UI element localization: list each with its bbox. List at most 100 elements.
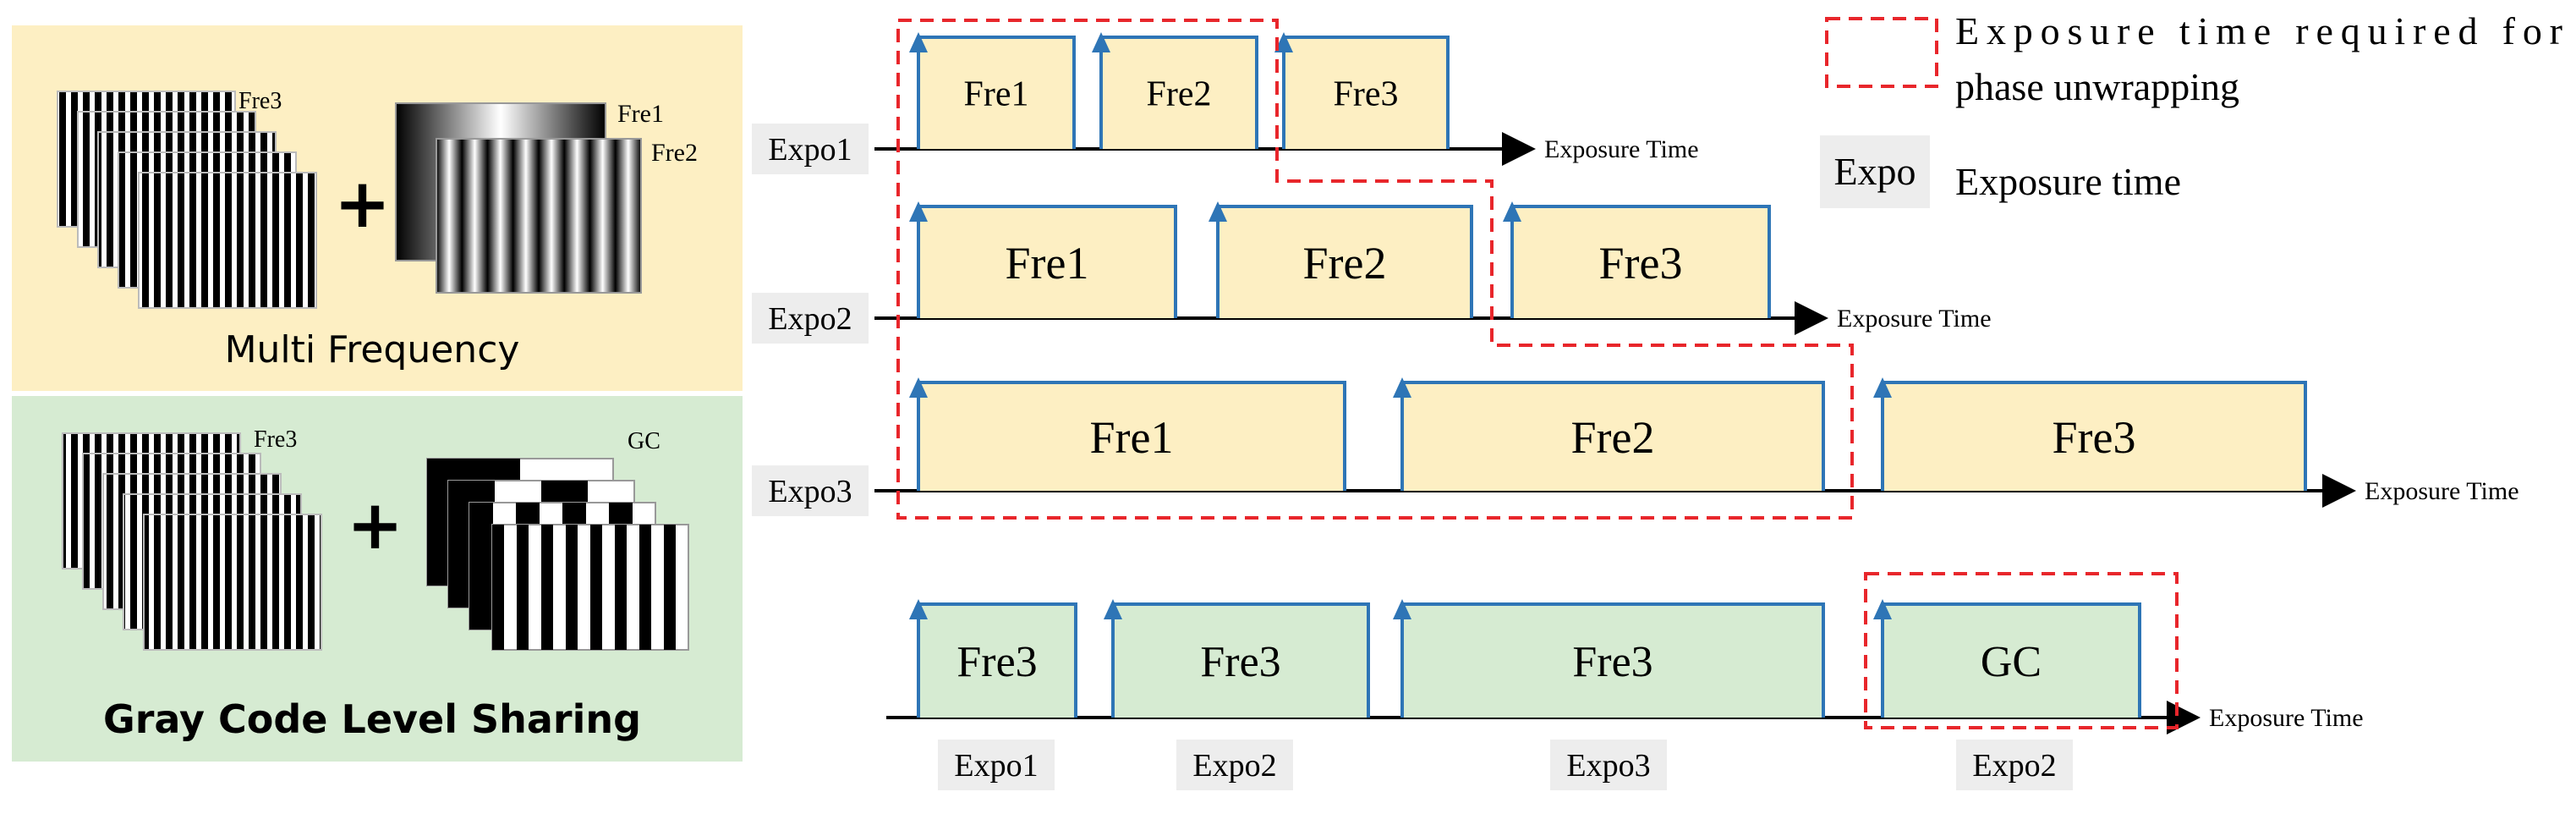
mf-stack-label: Fre3 xyxy=(238,88,282,114)
expo1-pulse-1: Fre1 xyxy=(909,32,1076,149)
expo3-pulse-1-arrow-icon xyxy=(909,377,928,398)
expo1-pulse-1-outline xyxy=(917,36,1076,149)
gray-pulse-1-fill xyxy=(918,604,1076,718)
gc-plus-sign: + xyxy=(347,486,403,564)
gray-expo-label-2: Expo2 xyxy=(1192,748,1276,784)
gray-expo-label-4: Expo2 xyxy=(1972,748,2056,784)
legend-dashed-line2: phase unwrapping xyxy=(1955,65,2239,108)
gray-axis-label: Exposure Time xyxy=(2209,704,2364,732)
gray-expo-label-1: Expo1 xyxy=(954,748,1038,784)
expo1-row-label-box xyxy=(752,124,869,174)
gray-pulse-4-outline xyxy=(1881,602,2141,718)
expo3-pulse-3-arrow-icon xyxy=(1873,377,1892,398)
gray-pulse-4-arrow-icon xyxy=(1873,599,1892,619)
timeline-expo1: Expo1 Exposure Time Fre1 Fre2 Fre3 xyxy=(752,32,1699,174)
expo2-pulse-3-arrow-icon xyxy=(1503,201,1521,222)
expo2-axis-label: Exposure Time xyxy=(1837,305,1992,333)
expo1-pulse-3-outline xyxy=(1282,36,1450,149)
gray-pulse-3-arrow-icon xyxy=(1393,599,1411,619)
gray-expo-label-3-box xyxy=(1550,740,1667,790)
expo2-pulse-3-label: Fre3 xyxy=(1599,238,1683,289)
expo3-pulse-1-outline xyxy=(917,381,1346,491)
gray-expo-label-3: Expo3 xyxy=(1566,748,1650,784)
expo2-pulse-2-arrow-icon xyxy=(1209,201,1227,222)
expo3-pulse-3-outline xyxy=(1881,381,2307,491)
expo1-axis-label: Exposure Time xyxy=(1544,135,1699,163)
mf-sine-label: Fre2 xyxy=(651,139,698,167)
expo2-pulse-3: Fre3 xyxy=(1503,201,1771,318)
legend-expo-box-label: Expo xyxy=(1833,150,1916,193)
gray-pulse-2-arrow-icon xyxy=(1104,599,1122,619)
expo1-pulse-3-label: Fre3 xyxy=(1334,75,1399,114)
expo3-pulse-2-arrow-icon xyxy=(1393,377,1411,398)
expo3-pulse-2-fill xyxy=(1402,382,1823,491)
expo1-pulse-3-fill xyxy=(1284,37,1448,149)
fre2-sine-pattern xyxy=(436,138,642,294)
gray-pulse-3-outline xyxy=(1400,602,1825,718)
timeline-gray-code: Exposure Time Fre3 Fre3 Fre3 GC Expo1 Expo2 Exp… xyxy=(886,599,2364,790)
gray-pulse-4-fill xyxy=(1883,604,2140,718)
expo1-pulse-2-fill xyxy=(1101,37,1257,149)
legend-dashed-line1: Exposure time required for xyxy=(1955,9,2562,52)
expo1-pulse-2-arrow-icon xyxy=(1092,32,1110,52)
expo3-pulse-3-fill xyxy=(1883,382,2305,491)
gray-pulse-3-fill xyxy=(1402,604,1823,718)
timeline-expo3: Expo3 Exposure Time Fre1 Fre2 Fre3 xyxy=(752,377,2519,516)
gray-pulse-4-label: GC xyxy=(1981,638,2042,686)
expo3-pulse-1-label: Fre1 xyxy=(1090,412,1174,463)
expo3-row-label: Expo3 xyxy=(768,474,852,509)
gray-pulse-3-label: Fre3 xyxy=(1572,638,1652,686)
gray-pulse-2: Fre3 xyxy=(1104,599,1370,718)
expo1-pulse-1-fill xyxy=(918,37,1074,149)
expo3-axis-label: Exposure Time xyxy=(2365,477,2519,505)
expo1-pulse-1-arrow-icon xyxy=(909,32,928,52)
legend-dashed-swatch xyxy=(1825,17,1938,88)
expo2-pulse-3-outline xyxy=(1510,205,1771,318)
fre3-fringe-stack xyxy=(57,91,317,309)
legend-expo-text: Exposure time xyxy=(1955,160,2181,203)
expo3-pulse-3-label: Fre3 xyxy=(2053,412,2136,463)
gray-code-panel: Fre3 + GC Gray Co xyxy=(12,396,743,762)
gray-code-patterns xyxy=(426,458,689,651)
gray-pulse-1: Fre3 xyxy=(909,599,1077,718)
expo1-pulse-1-label: Fre1 xyxy=(964,75,1029,114)
expo2-pulse-2-label: Fre2 xyxy=(1303,238,1387,289)
expo3-pulse-2: Fre2 xyxy=(1393,377,1825,491)
gray-pulse-2-fill xyxy=(1113,604,1368,718)
expo2-pulse-1-arrow-icon xyxy=(909,201,928,222)
gray-pulse-1-arrow-icon xyxy=(909,599,928,619)
expo1-pulse-3-arrow-icon xyxy=(1274,32,1293,52)
expo3-pulse-3: Fre3 xyxy=(1873,377,2307,491)
expo1-row-label: Expo1 xyxy=(768,132,852,168)
expo2-pulse-1-outline xyxy=(917,205,1177,318)
expo1-pulse-3: Fre3 xyxy=(1274,32,1450,149)
gray-expo-label-2-box xyxy=(1176,740,1293,790)
legend: Exposure time required for phase unwrapp… xyxy=(1820,9,2562,208)
gc-fre3-fringe-stack xyxy=(62,432,322,651)
expo2-row-label: Expo2 xyxy=(768,301,852,337)
expo2-pulse-1-fill xyxy=(918,206,1176,318)
multi-frequency-panel: Fre3 + Fre1 Fre2 Multi Frequency xyxy=(12,25,743,391)
expo1-pulse-2-outline xyxy=(1099,36,1258,149)
expo2-pulse-2-fill xyxy=(1218,206,1472,318)
timeline-expo2: Expo2 Exposure Time Fre1 Fre2 Fre3 xyxy=(752,201,1992,344)
expo2-pulse-1-label: Fre1 xyxy=(1006,238,1089,289)
expo2-row-label-box xyxy=(752,293,869,344)
gray-code-title: Gray Code Level Sharing xyxy=(103,696,641,742)
gray-pulse-2-label: Fre3 xyxy=(1200,638,1280,686)
mf-ramp-label: Fre1 xyxy=(617,100,664,128)
multi-frequency-title: Multi Frequency xyxy=(225,328,520,371)
gray-expo-label-1-box xyxy=(938,740,1055,790)
expo3-pulse-1: Fre1 xyxy=(909,377,1346,491)
gc-pattern-label: GC xyxy=(628,428,660,454)
gray-pulse-3: Fre3 xyxy=(1393,599,1825,718)
expo3-pulse-2-label: Fre2 xyxy=(1571,412,1655,463)
expo1-pulse-2-label: Fre2 xyxy=(1147,75,1212,114)
gray-pulse-1-outline xyxy=(917,602,1077,718)
expo3-pulse-2-outline xyxy=(1400,381,1825,491)
gc-unwrapping-region xyxy=(1864,572,2179,729)
gray-pulse-2-outline xyxy=(1111,602,1370,718)
expo2-pulse-1: Fre1 xyxy=(909,201,1177,318)
expo1-pulse-2: Fre2 xyxy=(1092,32,1258,149)
